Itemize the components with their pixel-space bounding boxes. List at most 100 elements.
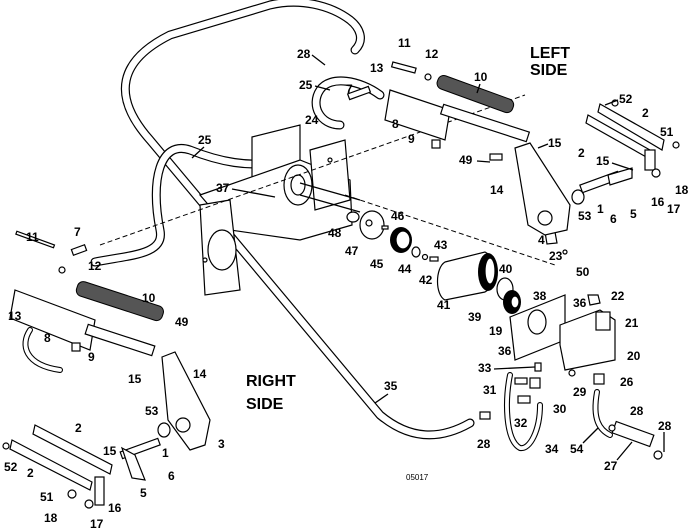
callout[interactable]: 1 bbox=[162, 446, 169, 460]
callout[interactable]: 50 bbox=[576, 265, 590, 279]
callout[interactable]: 35 bbox=[384, 379, 398, 393]
callout[interactable]: 46 bbox=[391, 209, 405, 223]
callout[interactable]: 5 bbox=[140, 486, 147, 500]
hose-25-top bbox=[311, 76, 385, 130]
callout[interactable]: 31 bbox=[483, 383, 497, 397]
callout[interactable]: 53 bbox=[145, 404, 159, 418]
callout[interactable]: 14 bbox=[193, 367, 207, 381]
left-lift-arm-4 bbox=[514, 142, 633, 236]
callout[interactable]: 45 bbox=[370, 257, 384, 271]
callout[interactable]: 34 bbox=[545, 442, 559, 456]
callout[interactable]: 9 bbox=[408, 132, 415, 146]
callout[interactable]: 10 bbox=[142, 291, 156, 305]
callout[interactable]: 9 bbox=[88, 350, 95, 364]
callout[interactable]: 54 bbox=[570, 442, 584, 456]
callout[interactable]: 40 bbox=[499, 262, 513, 276]
callout[interactable]: 6 bbox=[610, 212, 617, 226]
callout[interactable]: 26 bbox=[620, 375, 634, 389]
callouts: 28 25 7 11 12 13 10 24 8 25 9 37 52 2 2 … bbox=[4, 36, 689, 531]
callout[interactable]: 15 bbox=[103, 444, 117, 458]
callout[interactable]: 25 bbox=[299, 78, 313, 92]
callout[interactable]: 8 bbox=[44, 331, 51, 345]
drive-components bbox=[346, 210, 521, 314]
key-46 bbox=[381, 225, 389, 230]
callout[interactable]: 28 bbox=[297, 47, 311, 61]
callout[interactable]: 1 bbox=[597, 202, 604, 216]
callout[interactable]: 11 bbox=[26, 230, 39, 244]
callout[interactable]: 20 bbox=[627, 349, 641, 363]
callout[interactable]: 2 bbox=[578, 146, 585, 160]
fittings-30-33 bbox=[479, 362, 542, 420]
callout[interactable]: 41 bbox=[437, 298, 451, 312]
callout[interactable]: 47 bbox=[345, 244, 359, 258]
callout[interactable]: 24 bbox=[305, 113, 319, 127]
callout[interactable]: 42 bbox=[419, 273, 433, 287]
callout[interactable]: 11 bbox=[398, 36, 411, 50]
callout[interactable]: 51 bbox=[660, 125, 674, 139]
callout[interactable]: 28 bbox=[630, 404, 644, 418]
callout[interactable]: 6 bbox=[168, 469, 175, 483]
callout[interactable]: 5 bbox=[630, 207, 637, 221]
callout[interactable]: 37 bbox=[216, 181, 230, 195]
callout[interactable]: 25 bbox=[198, 133, 212, 147]
assembly-axis-line bbox=[99, 94, 526, 246]
callout[interactable]: 52 bbox=[619, 92, 633, 106]
callout[interactable]: 15 bbox=[548, 136, 562, 150]
callout[interactable]: 36 bbox=[498, 344, 512, 358]
callout[interactable]: 39 bbox=[468, 310, 482, 324]
washer-44 bbox=[411, 246, 421, 258]
callout[interactable]: 15 bbox=[596, 154, 610, 168]
bolt-42 bbox=[429, 256, 439, 262]
callout[interactable]: 2 bbox=[27, 466, 34, 480]
callout[interactable]: 44 bbox=[398, 262, 412, 276]
callout[interactable]: 32 bbox=[514, 416, 528, 430]
left-side-label-line1: LEFT bbox=[530, 45, 570, 62]
callout[interactable]: 7 bbox=[346, 82, 353, 96]
callout[interactable]: 49 bbox=[459, 153, 473, 167]
callout[interactable]: 18 bbox=[44, 511, 58, 525]
callout[interactable]: 2 bbox=[642, 106, 649, 120]
callout[interactable]: 23 bbox=[549, 249, 563, 263]
callout[interactable]: 13 bbox=[370, 61, 384, 75]
callout[interactable]: 13 bbox=[8, 309, 22, 323]
callout[interactable]: 36 bbox=[573, 296, 587, 310]
callout[interactable]: 49 bbox=[175, 315, 189, 329]
callout[interactable]: 38 bbox=[533, 289, 547, 303]
callout[interactable]: 8 bbox=[392, 117, 399, 131]
callout[interactable]: 16 bbox=[651, 195, 665, 209]
pump-assembly bbox=[509, 231, 616, 385]
callout[interactable]: 52 bbox=[4, 460, 18, 474]
frame-bracket bbox=[198, 124, 361, 296]
shaft-axis-line bbox=[344, 194, 556, 266]
callout[interactable]: 29 bbox=[573, 385, 587, 399]
callout[interactable]: 14 bbox=[490, 183, 504, 197]
callout[interactable]: 3 bbox=[218, 437, 225, 451]
callout[interactable]: 48 bbox=[328, 226, 342, 240]
callout[interactable]: 12 bbox=[425, 47, 439, 61]
callout[interactable]: 53 bbox=[578, 209, 592, 223]
callout[interactable]: 28 bbox=[658, 419, 672, 433]
fitting-26 bbox=[593, 373, 605, 385]
callout[interactable]: 16 bbox=[108, 501, 122, 515]
callout[interactable]: 19 bbox=[489, 324, 503, 338]
callout[interactable]: 43 bbox=[434, 238, 448, 252]
callout[interactable]: 28 bbox=[477, 437, 491, 451]
callout[interactable]: 22 bbox=[611, 289, 625, 303]
callout[interactable]: 27 bbox=[604, 459, 618, 473]
callout[interactable]: 4 bbox=[538, 233, 545, 247]
callout[interactable]: 2 bbox=[75, 421, 82, 435]
callout[interactable]: 15 bbox=[128, 372, 142, 386]
callout[interactable]: 17 bbox=[667, 202, 681, 216]
callout[interactable]: 51 bbox=[40, 490, 54, 504]
callout[interactable]: 17 bbox=[90, 517, 104, 531]
callout[interactable]: 12 bbox=[88, 259, 102, 273]
callout[interactable]: 21 bbox=[625, 316, 639, 330]
hose-25-left bbox=[90, 144, 295, 267]
callout[interactable]: 30 bbox=[553, 402, 567, 416]
hose-34 bbox=[504, 372, 543, 451]
callout[interactable]: 18 bbox=[675, 183, 689, 197]
callout[interactable]: 33 bbox=[478, 361, 492, 375]
callout[interactable]: 7 bbox=[74, 225, 81, 239]
callout[interactable]: 10 bbox=[474, 70, 488, 84]
figure-id: 05017 bbox=[406, 473, 429, 482]
